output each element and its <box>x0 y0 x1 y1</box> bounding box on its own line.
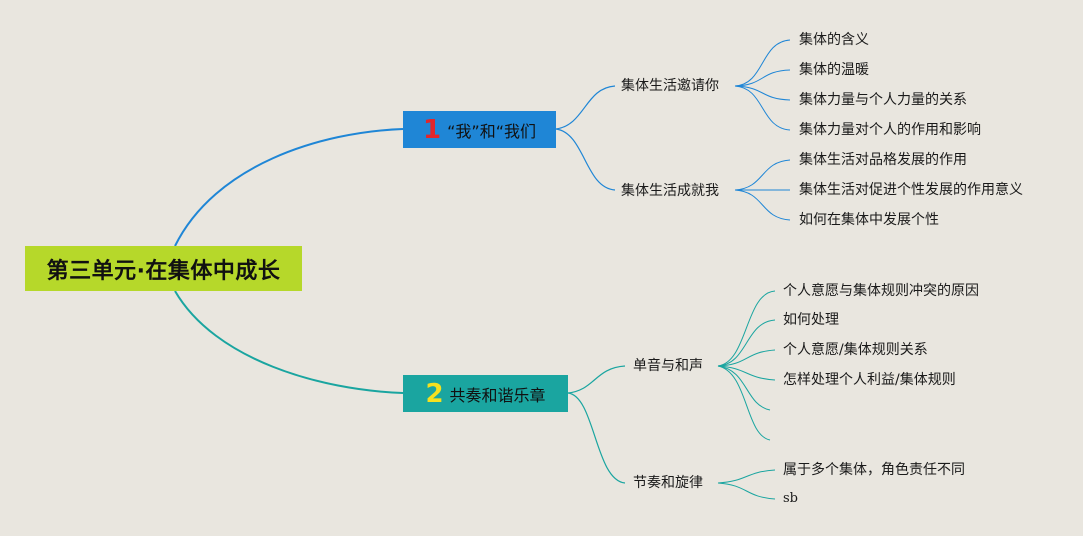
leaf-item[interactable]: 集体力量对个人的作用和影响 <box>799 122 981 138</box>
leaf-item[interactable]: 如何在集体中发展个性 <box>799 212 939 228</box>
connector-sub3-leaf4 <box>717 365 776 381</box>
connector-sub3-leaf3 <box>717 349 776 367</box>
connector-sub3-leaf5 <box>717 365 771 411</box>
connector-sub1-leaf1 <box>734 39 791 87</box>
subtopic-rhythm-and-melody[interactable]: 节奏和旋律 <box>633 475 703 491</box>
leaf-item[interactable]: 个人意愿/集体规则关系 <box>783 342 928 358</box>
connector-sub3-leaf2 <box>717 319 776 367</box>
leaf-item[interactable]: 个人意愿与集体规则冲突的原因 <box>783 283 979 299</box>
connector-sub1-leaf2 <box>734 69 791 87</box>
connector-sub4-leaf2 <box>717 482 776 500</box>
connector-branch1-sub1 <box>555 85 616 130</box>
connector-sub3-leaf6 <box>717 365 771 441</box>
leaf-item[interactable]: 集体生活对品格发展的作用 <box>799 152 967 168</box>
subtopic-collective-invites[interactable]: 集体生活邀请你 <box>621 78 719 94</box>
leaf-item[interactable]: 属于多个集体，角色责任不同 <box>783 462 965 478</box>
leaf-item[interactable]: 集体生活对促进个性发展的作用意义 <box>799 182 1023 198</box>
connector-sub4-leaf1 <box>717 469 776 484</box>
connector-sub1-leaf3 <box>734 85 791 101</box>
subtopic-single-and-harmony[interactable]: 单音与和声 <box>633 358 703 374</box>
connector-sub3-leaf1 <box>717 290 776 367</box>
leaf-item[interactable]: 怎样处理个人利益/集体规则 <box>783 372 956 388</box>
leaf-item[interactable]: 如何处理 <box>783 312 839 328</box>
connector-branch2-sub1 <box>567 365 626 394</box>
branch-2[interactable]: 2 共奏和谐乐章 <box>403 375 568 412</box>
root-topic[interactable]: 第三单元·在集体中成长 <box>25 246 302 291</box>
connector-sub2-leaf3 <box>734 189 791 221</box>
connector-root-branch2 <box>174 290 404 394</box>
number-1-badge: 1 <box>423 114 442 145</box>
root-title: 第三单元·在集体中成长 <box>46 258 281 284</box>
leaf-item[interactable]: 集体力量与个人力量的关系 <box>799 92 967 108</box>
leaf-item[interactable]: 集体的含义 <box>799 32 869 48</box>
branch-1-label: “我”和“我们 <box>447 121 536 141</box>
branch-1[interactable]: 1 “我”和“我们 <box>403 111 556 148</box>
leaf-item[interactable]: 集体的温暖 <box>799 62 869 78</box>
connector-root-branch1 <box>174 128 404 247</box>
branch-2-label: 共奏和谐乐章 <box>449 385 546 405</box>
subtopic-collective-achieves[interactable]: 集体生活成就我 <box>621 183 719 199</box>
connector-branch1-sub2 <box>555 128 616 191</box>
number-2-badge: 2 <box>425 378 444 409</box>
connector-sub1-leaf4 <box>734 85 791 131</box>
connector-sub2-leaf1 <box>734 159 791 191</box>
connector-branch2-sub2 <box>567 392 626 484</box>
leaf-item[interactable]: sb <box>783 491 798 506</box>
